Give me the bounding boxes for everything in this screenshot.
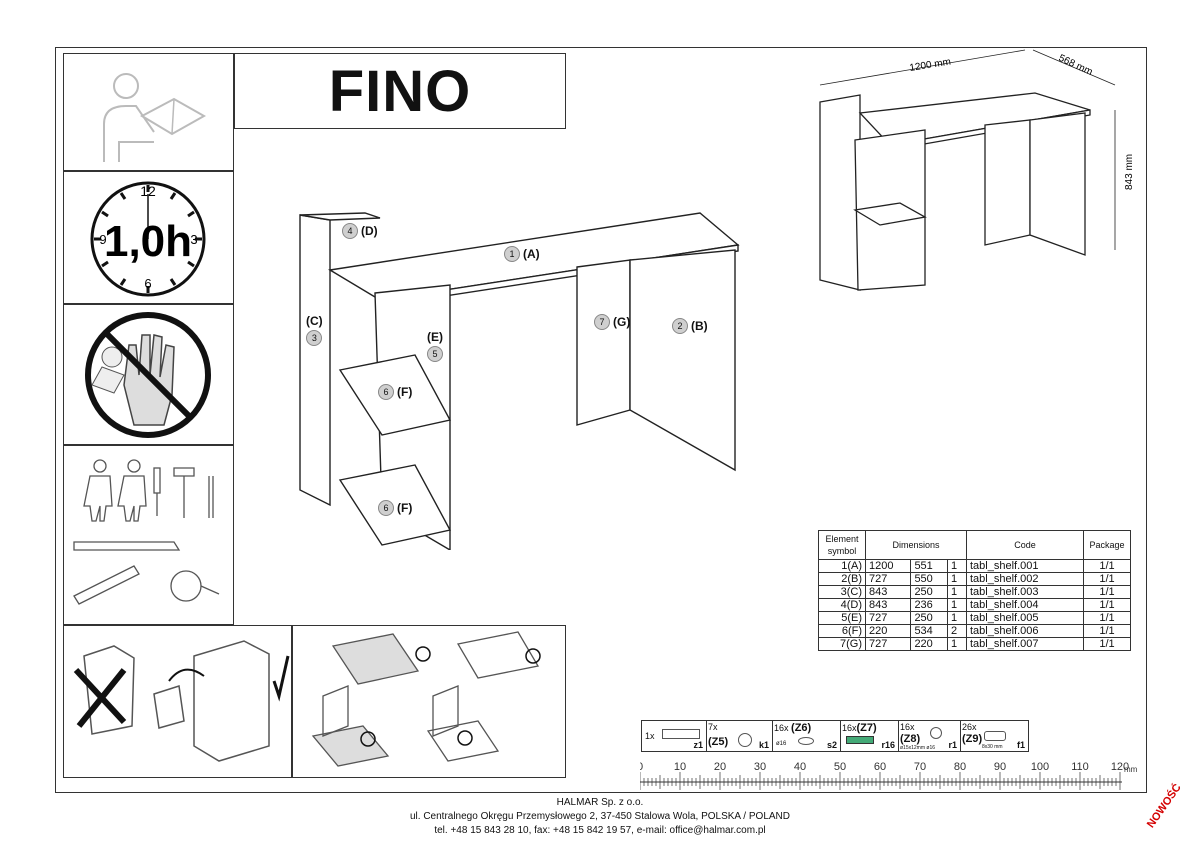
desk-exploded-drawing xyxy=(299,212,740,550)
dim-width: 1200 mm xyxy=(909,57,952,74)
ruler-label: 40 xyxy=(794,761,806,773)
page-frame xyxy=(55,47,1147,793)
ruler-label: 120 xyxy=(1111,761,1129,773)
clock-9: 9 xyxy=(99,232,106,247)
packaging-disposal-cell xyxy=(63,625,292,778)
measurement-ruler: 0 10 20 30 40 50 60 70 80 90 100 110 120 mm xyxy=(640,761,1138,790)
hardware-z8: 16x (Z8) ø15x12mm ø16 r1 xyxy=(898,721,961,751)
part-label-1: 1(A) xyxy=(504,246,540,262)
ruler-unit: mm xyxy=(1124,765,1138,774)
cam-lock-icon xyxy=(930,727,942,739)
dowel-icon xyxy=(738,733,752,747)
hardware-strip: 1x z1 7x (Z5) k1 16x (Z6) ø16 s2 16x(Z7)… xyxy=(641,720,1029,752)
ruler-label: 80 xyxy=(954,761,966,773)
assembly-time: 1,0h xyxy=(104,217,192,266)
header-dimensions: Dimensions xyxy=(865,530,967,560)
clock-12: 12 xyxy=(140,183,156,199)
clock-3: 3 xyxy=(190,232,197,247)
header-package: Package xyxy=(1083,530,1131,560)
allen-key-icon xyxy=(662,729,700,739)
part-label-3: (C)3 xyxy=(306,314,323,346)
part-label-6-lower: 6(F) xyxy=(378,500,412,516)
ruler-label: 30 xyxy=(754,761,766,773)
hardware-z6: 16x (Z6) ø16 s2 xyxy=(772,721,841,751)
title-box: FINO xyxy=(234,53,566,129)
company-contact: tel. +48 15 843 28 10, fax: +48 15 842 1… xyxy=(434,825,766,836)
header-element-symbol: Element symbol xyxy=(818,530,866,560)
part-label-4: 4(D) xyxy=(342,223,378,239)
workspace-icon xyxy=(311,631,541,767)
dim-height: 843 mm xyxy=(1124,154,1135,190)
hardware-z9: 26x (Z9) 8x30 mm f1 xyxy=(962,722,1025,750)
product-title: FINO xyxy=(328,58,472,124)
cap-icon xyxy=(798,737,814,745)
part-label-7: 7(G) xyxy=(594,314,630,330)
ruler-label: 110 xyxy=(1071,761,1089,773)
ruler-label: 90 xyxy=(994,761,1006,773)
tools-cell xyxy=(63,445,234,625)
part-label-2: 2(B) xyxy=(672,318,708,334)
hardware-z7: 16x(Z7) r16 xyxy=(840,721,899,751)
read-instructions-cell xyxy=(63,53,234,171)
dim-depth: 568 mm xyxy=(1057,53,1094,78)
part-label-6-upper: 6(F) xyxy=(378,384,412,400)
reading-person-icon xyxy=(103,73,207,162)
wooden-dowel-icon xyxy=(984,731,1006,741)
no-children-cell xyxy=(63,304,234,445)
ruler-label: 10 xyxy=(674,761,686,773)
header-code: Code xyxy=(966,530,1084,560)
clock-6: 6 xyxy=(144,276,151,291)
company-address: ul. Centralnego Okręgu Przemysłowego 2, … xyxy=(409,811,790,822)
connector-bolt-icon xyxy=(846,736,874,744)
tools-icon xyxy=(73,459,220,605)
ruler-label: 0 xyxy=(640,761,643,773)
ruler-label: 100 xyxy=(1031,761,1049,773)
assembled-desk-drawing: 1200 mm 568 mm 843 mm xyxy=(819,49,1135,291)
company-name: HALMAR Sp. z o.o. xyxy=(556,797,644,808)
no-children-icon xyxy=(85,312,211,438)
hardware-z5: 7x (Z5) k1 xyxy=(706,721,773,751)
clock-cell: 12 3 6 9 1,0h xyxy=(63,171,234,304)
parts-table: Element symbol Dimensions Code Package 1… xyxy=(818,530,1131,651)
part-label-5: (E)5 xyxy=(427,330,443,362)
ruler-label: 70 xyxy=(914,761,926,773)
workspace-cell xyxy=(292,625,566,778)
disposal-icon xyxy=(73,640,290,762)
ruler-label: 20 xyxy=(714,761,726,773)
hardware-z1: 1x z1 xyxy=(642,721,707,751)
ruler-label: 50 xyxy=(834,761,846,773)
ruler-label: 60 xyxy=(874,761,886,773)
clock-icon: 12 3 6 9 1,0h xyxy=(90,181,206,297)
